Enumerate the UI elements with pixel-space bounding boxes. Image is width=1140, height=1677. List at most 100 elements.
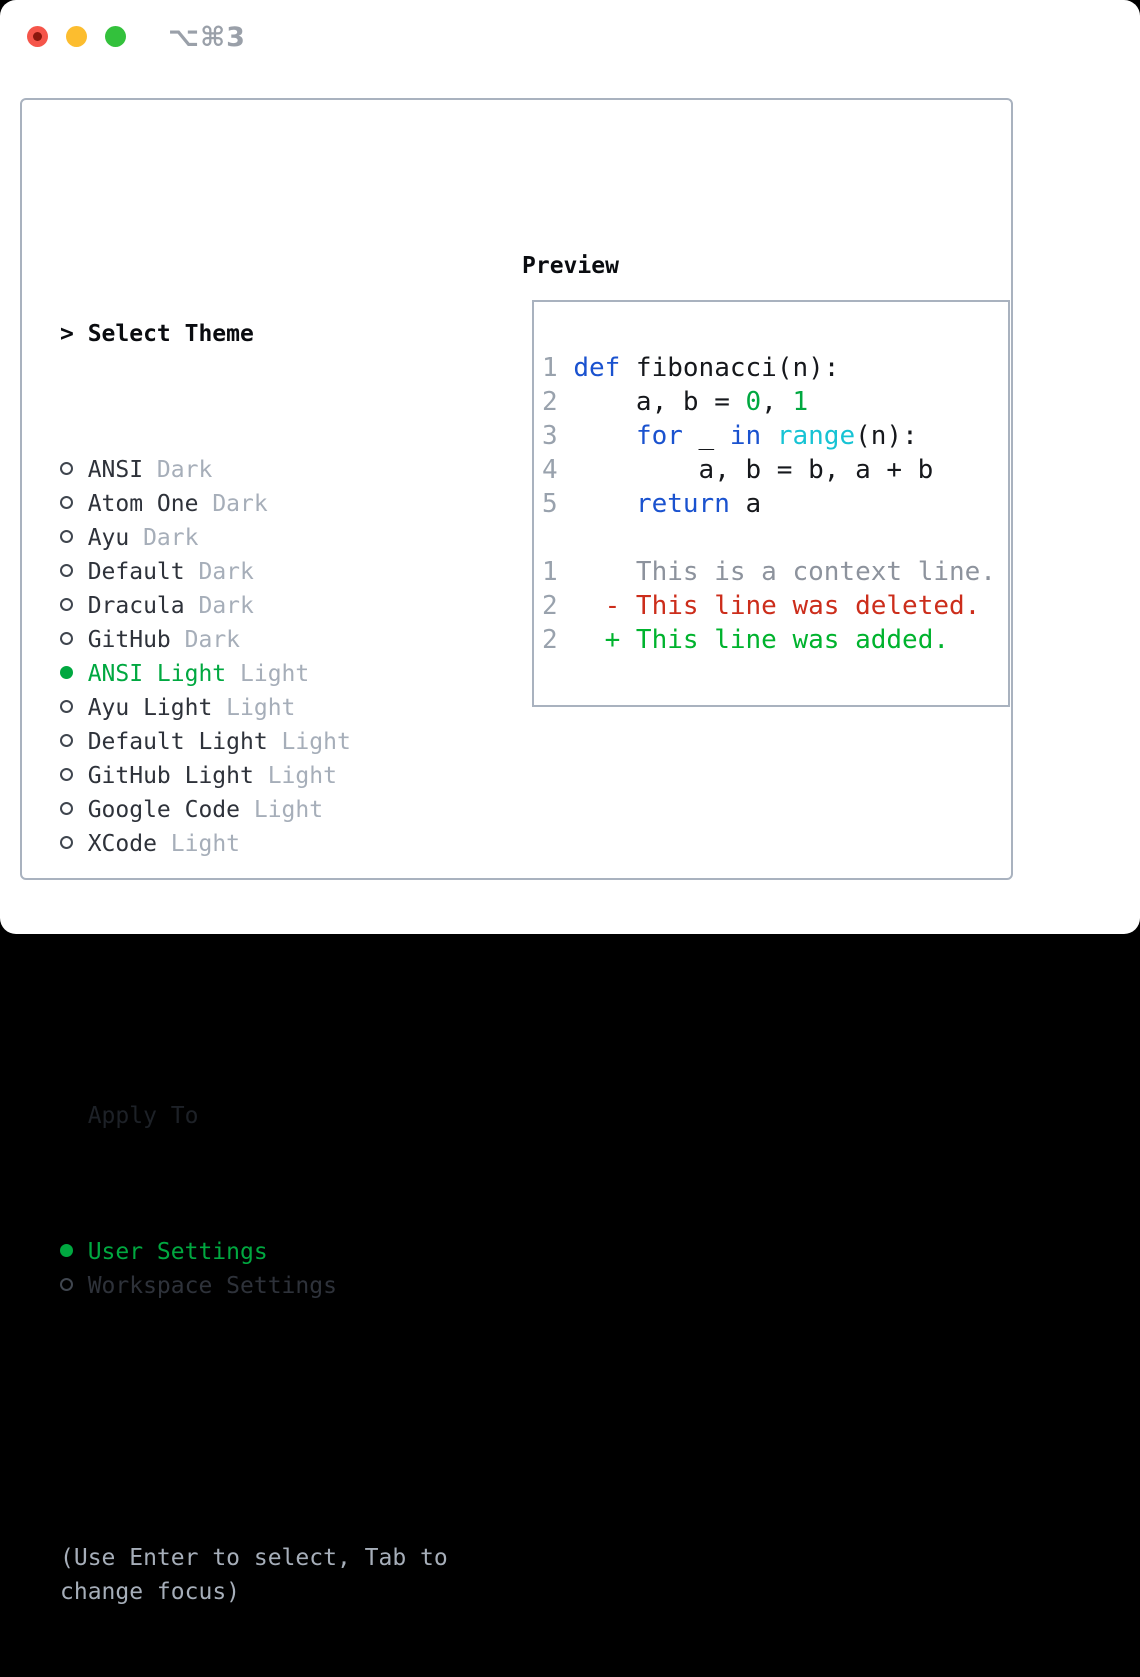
code-line: 1 def fibonacci(n): [542,351,996,385]
radio-marker [60,555,88,589]
code-line: 5 return a [542,487,996,521]
radio-marker [60,623,88,657]
apply-to-label: User Settings [88,1239,268,1265]
apply-to-header: Apply To [60,1099,448,1133]
apply-to-option[interactable]: User Settings [60,1235,448,1269]
radio-icon [60,768,73,781]
line-number: 1 [542,557,605,587]
prompt-icon: > [60,317,88,351]
theme-option[interactable]: Dracula Dark [60,589,448,623]
theme-tag: Light [240,797,323,823]
line-number: 4 [542,455,573,485]
radio-marker [60,793,88,827]
code-token: 0 [746,387,762,417]
radio-icon [60,530,73,543]
theme-option[interactable]: Default Light Light [60,725,448,759]
minimize-button-icon[interactable] [66,26,87,47]
line-number: 3 [542,421,573,451]
diff-text: - This line was deleted. [605,591,981,621]
theme-tag: Dark [185,593,254,619]
theme-label: GitHub Light [88,763,254,789]
theme-tag: Dark [143,457,212,483]
spacer [60,963,448,997]
apply-to-option[interactable]: Workspace Settings [60,1269,448,1303]
theme-option[interactable]: Ayu Light Light [60,691,448,725]
code-line: 3 for _ in range(n): [542,419,996,453]
code-token: a, b = [573,387,745,417]
theme-option[interactable]: GitHub Dark [60,623,448,657]
code-token: in [730,421,761,451]
theme-tag: Dark [171,627,240,653]
radio-selected-icon [60,1244,73,1257]
code-token [573,421,636,451]
theme-tag: Dark [185,559,254,585]
theme-tag: Light [157,831,240,857]
theme-option[interactable]: XCode Light [60,827,448,861]
radio-marker [60,827,88,861]
line-number: 2 [542,591,605,621]
theme-option[interactable]: Atom One Dark [60,487,448,521]
theme-label: Dracula [88,593,185,619]
diff-text: + This line was added. [605,625,949,655]
theme-option[interactable]: Google Code Light [60,793,448,827]
radio-marker [60,1235,88,1269]
radio-icon [60,564,73,577]
theme-tag: Light [226,661,309,687]
theme-option[interactable]: GitHub Light Light [60,759,448,793]
code-line: 4 a, b = b, a + b [542,453,996,487]
radio-marker [60,657,88,691]
code-token: a, b = b, a + b [573,455,933,485]
radio-icon [60,700,73,713]
spacer [542,521,996,555]
code-token: fibonacci(n): [620,353,839,383]
theme-option[interactable]: Ayu Dark [60,521,448,555]
code-token: a [730,489,761,519]
help-line: (Use Enter to select, Tab to [60,1541,448,1575]
theme-label: Ayu Light [88,695,213,721]
theme-label: Default Light [88,729,268,755]
select-theme-title: Select Theme [88,321,254,347]
theme-tag: Light [212,695,295,721]
theme-label: Ayu [88,525,130,551]
apply-to-label: Workspace Settings [88,1273,337,1299]
theme-label: XCode [88,831,157,857]
preview-box: 1 def fibonacci(n): 2 a, b = 0, 1 3 for _ … [532,300,1010,707]
apply-to-title: Apply To [88,1103,199,1129]
radio-selected-icon [60,666,73,679]
theme-option[interactable]: ANSI Light Light [60,657,448,691]
preview-code: 1 def fibonacci(n): 2 a, b = 0, 1 3 for _ … [542,351,996,657]
radio-marker [60,1269,88,1303]
radio-icon [60,632,73,645]
code-token: def [573,353,620,383]
code-token: , [761,387,792,417]
theme-tag: Light [268,729,351,755]
radio-marker [60,453,88,487]
theme-option[interactable]: ANSI Dark [60,453,448,487]
radio-marker [60,589,88,623]
radio-marker [60,487,88,521]
select-theme-header: >Select Theme [60,317,448,351]
radio-icon [60,836,73,849]
line-number: 1 [542,353,573,383]
close-button-icon[interactable] [27,26,48,47]
code-token [761,421,777,451]
theme-label: GitHub [88,627,171,653]
spacer [60,1405,448,1439]
code-token: range [777,421,855,451]
theme-option[interactable]: Default Dark [60,555,448,589]
line-number: 5 [542,489,573,519]
diff-text: This is a context line. [605,557,996,587]
radio-marker [60,725,88,759]
line-number: 2 [542,625,605,655]
radio-marker [60,691,88,725]
theme-label: ANSI Light [88,661,226,687]
radio-icon [60,496,73,509]
zoom-button-icon[interactable] [105,26,126,47]
radio-icon [60,802,73,815]
